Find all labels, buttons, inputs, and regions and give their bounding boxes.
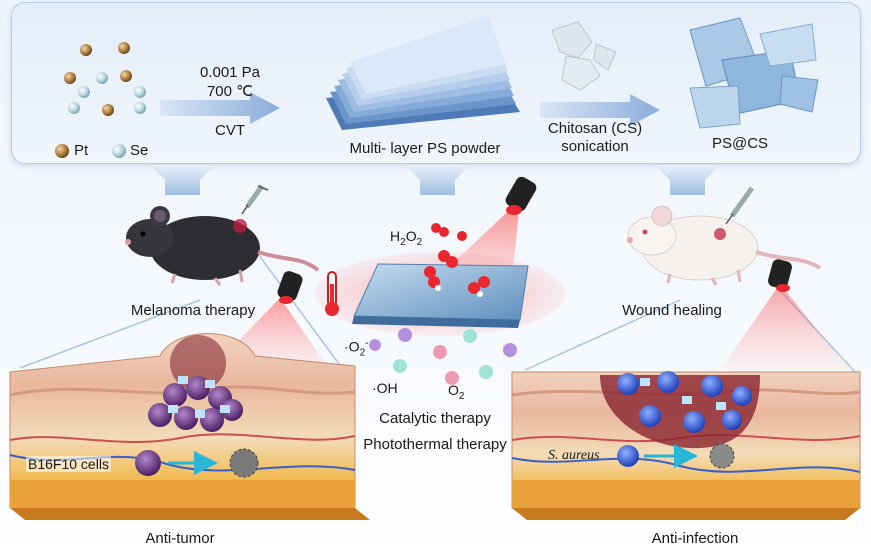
- nanosheet-edge: [352, 316, 520, 328]
- melanoma-therapy-label: Melanoma therapy: [130, 302, 256, 319]
- laser-right-icon: [720, 259, 850, 370]
- ros-spheres: [369, 328, 517, 385]
- multilayer-label: Multi- layer PS powder: [349, 140, 501, 157]
- anti-infection-label: Anti-infection: [651, 530, 739, 547]
- thermometer-icon: [325, 271, 339, 316]
- oxygen-label: O2: [448, 382, 465, 402]
- syringe-right-icon: [725, 186, 755, 225]
- b16f10-cells-label: B16F10 cells: [26, 456, 111, 472]
- h2o2-molecules: [424, 223, 490, 297]
- pscs-label: PS@CS: [711, 135, 769, 152]
- superoxide-label: ·O2-: [344, 338, 369, 359]
- skin-block-right: [511, 371, 861, 520]
- photothermal-therapy-label: Photothermal therapy: [363, 436, 507, 453]
- left-funnel: [19, 249, 346, 373]
- down-arrow-center: [405, 165, 470, 195]
- cvt-label: CVT: [215, 122, 245, 139]
- down-arrow-right: [655, 165, 720, 195]
- s-aureus-label: S. aureus: [548, 448, 600, 463]
- atom-cluster: [64, 42, 146, 116]
- catalytic-therapy-label: Catalytic therapy: [379, 410, 491, 427]
- syringe-left-icon: [241, 184, 269, 215]
- temperature-label: 700 ℃: [206, 83, 254, 100]
- nanosheet: [353, 263, 529, 321]
- wound-healing-label: Wound healing: [622, 302, 722, 319]
- cvt-arrow: [160, 92, 280, 124]
- pt-legend-label: Pt: [74, 142, 89, 159]
- se-legend-label: Se: [130, 142, 149, 159]
- hydroxyl-label: ·OH: [372, 380, 398, 396]
- down-arrow-left: [150, 165, 215, 195]
- pressure-label: 0.001 Pa: [199, 64, 261, 81]
- chitosan-flakes: [551, 21, 617, 91]
- anti-tumor-label: Anti-tumor: [145, 530, 215, 547]
- sonication-label: sonication: [561, 138, 629, 155]
- ps-cs-sheets: [689, 17, 819, 129]
- h2o2-label: H2O2: [390, 228, 423, 248]
- chitosan-label: Chitosan (CS): [547, 120, 643, 137]
- multilayer-ps-sheets: [326, 16, 520, 130]
- white-mouse: [627, 205, 822, 286]
- se-legend-icon: [112, 144, 126, 158]
- black-mouse: [125, 206, 320, 286]
- sonication-arrow: [540, 94, 660, 126]
- pt-legend-icon: [55, 144, 69, 158]
